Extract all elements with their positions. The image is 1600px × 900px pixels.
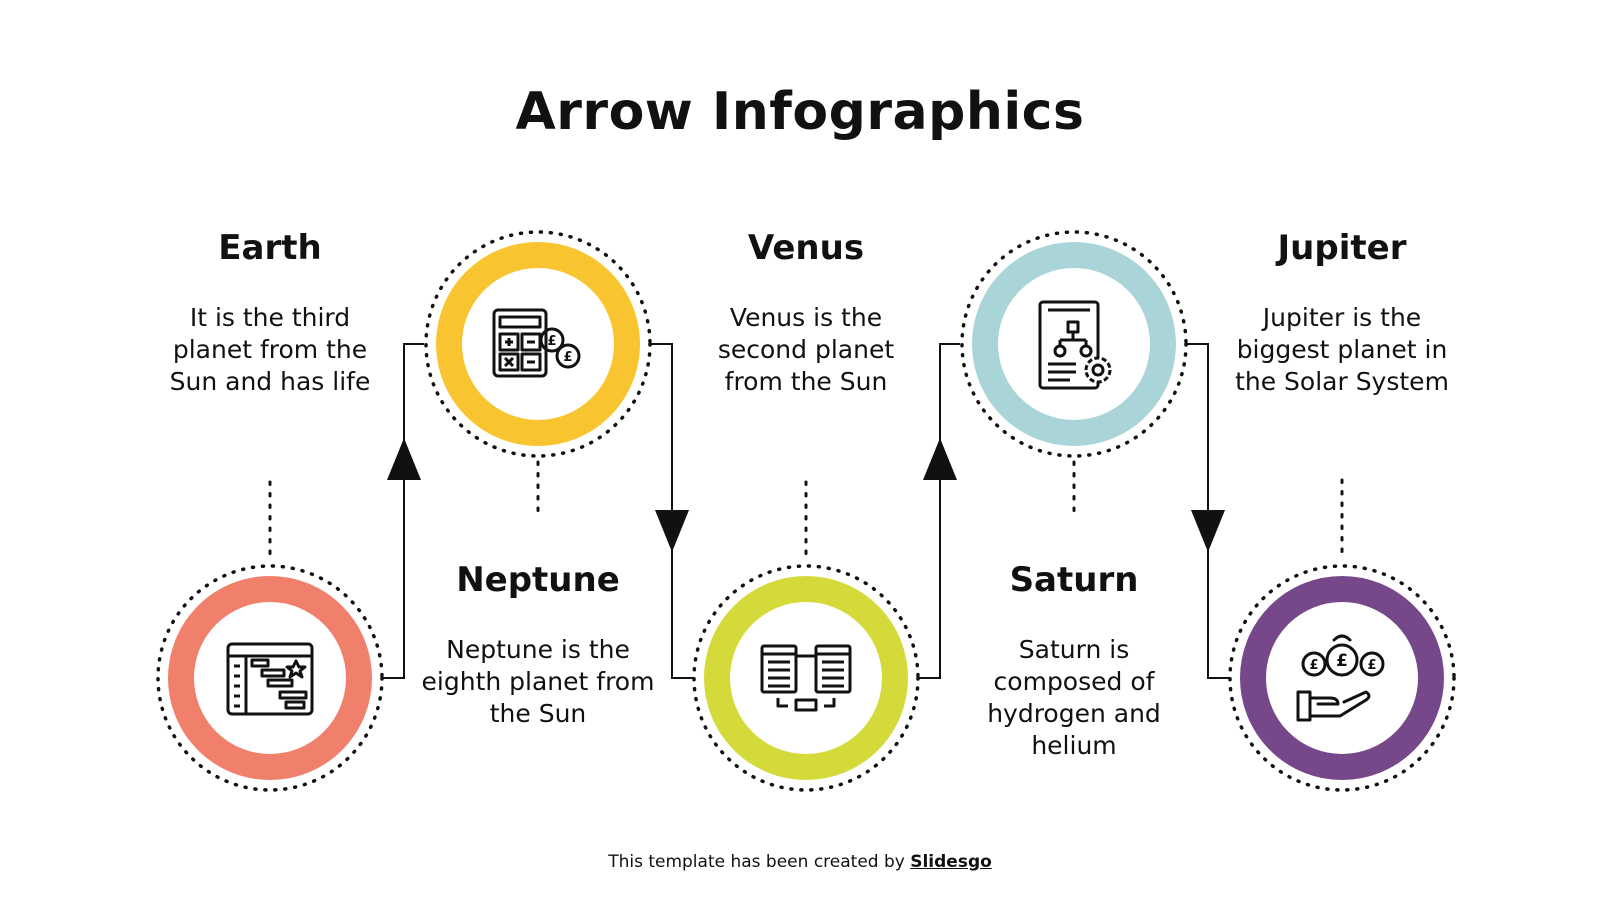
calculator-pound-icon xyxy=(492,308,581,378)
footer-credit-text: This template has been created by xyxy=(608,852,911,872)
pound-symbol-icon: £ xyxy=(563,350,572,365)
step-text-neptune: Neptune is the eighth planet from the Su… xyxy=(421,635,655,728)
step-circle-venus xyxy=(692,564,920,792)
step-text-venus: Venus is the second planet from the Sun xyxy=(717,303,895,396)
step-circle-neptune: £ £ xyxy=(424,230,652,458)
arrow-down-icon xyxy=(1191,510,1225,552)
document-hierarchy-gear-icon xyxy=(1038,300,1112,390)
pound-symbol-icon: £ xyxy=(1309,658,1318,673)
step-heading-jupiter: Jupiter xyxy=(1277,228,1407,268)
step-text-earth: It is the third planet from the Sun and … xyxy=(169,303,371,396)
hand-coins-icon xyxy=(1296,634,1385,722)
connector-neptune-venus xyxy=(650,343,694,679)
slidesgo-link[interactable]: Slidesgo xyxy=(910,852,992,872)
pound-symbol-icon: £ xyxy=(1367,658,1376,673)
arrow-down-icon xyxy=(655,510,689,552)
arrow-up-icon xyxy=(923,438,957,480)
step-circle-jupiter: £ £ £ xyxy=(1228,564,1456,792)
connector-saturn-jupiter xyxy=(1186,343,1230,679)
footer-credit: This template has been created by Slides… xyxy=(0,852,1600,872)
connector-venus-saturn xyxy=(918,343,960,679)
pound-symbol-icon: £ xyxy=(1336,651,1348,671)
step-text-jupiter: Jupiter is the biggest planet in the Sol… xyxy=(1235,303,1449,396)
step-heading-earth: Earth xyxy=(218,228,322,268)
step-text-saturn: Saturn is composed of hydrogen and heliu… xyxy=(987,635,1161,760)
step-heading-saturn: Saturn xyxy=(1009,560,1139,600)
page-title: Arrow Infographics xyxy=(515,82,1085,142)
arrow-up-icon xyxy=(387,438,421,480)
connector-earth-neptune xyxy=(382,343,424,679)
step-heading-venus: Venus xyxy=(747,228,865,268)
step-heading-neptune: Neptune xyxy=(456,560,620,600)
pound-symbol-icon: £ xyxy=(547,334,556,349)
gantt-chart-icon xyxy=(226,642,314,716)
step-circle-earth xyxy=(156,564,384,792)
step-circle-saturn xyxy=(960,230,1188,458)
spreadsheet-transfer-icon xyxy=(760,644,852,712)
